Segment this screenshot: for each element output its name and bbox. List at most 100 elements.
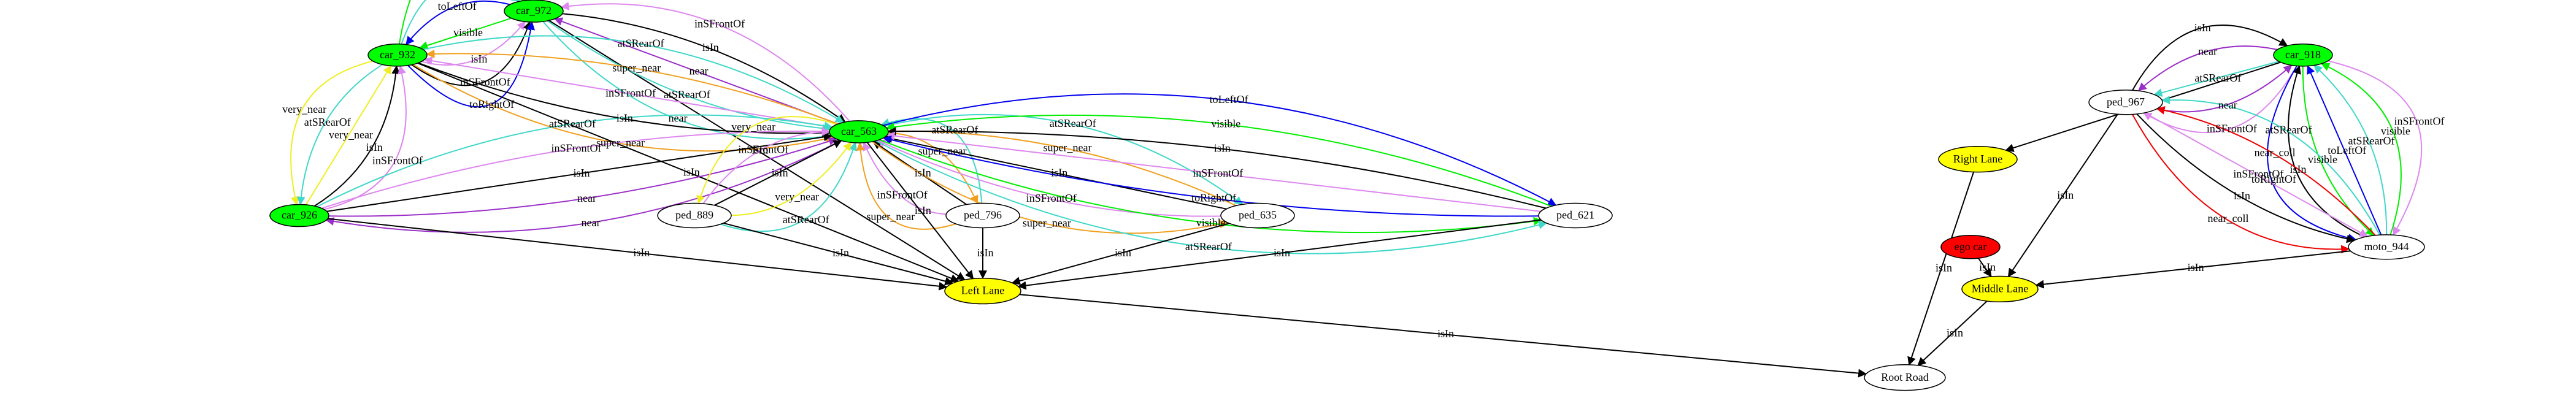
edge-label: super_near — [1023, 216, 1071, 229]
edge-ped_621-left_lane-isIn — [1017, 219, 1542, 290]
edge-label: isIn — [1214, 142, 1231, 154]
edge-label: very_near — [282, 103, 326, 115]
edge-moto_944-ped_967-atSRearOf — [2161, 96, 2380, 235]
edge-label: inSFrontOf — [372, 154, 423, 166]
edge-car_932-car_972-inSFrontOf — [411, 21, 531, 86]
edge-car_563-left_lane-isIn — [866, 142, 974, 280]
node-shape — [269, 204, 329, 227]
edge-label: inSFrontOf — [1026, 192, 1077, 204]
edge-ped_635-left_lane-isIn — [1011, 223, 1230, 285]
node-ped-621: ped_621 — [1538, 202, 1613, 229]
edge-ped_621-car_563-isIn — [887, 127, 1547, 209]
edge-label: isIn — [471, 53, 487, 65]
edge-label: near_coll — [2255, 146, 2296, 158]
edge-car_932-car_563-atSRearOf — [423, 35, 844, 123]
edge-label: atSRearOf — [549, 118, 596, 130]
edge-car_563-car_932-inSFrontOf — [423, 56, 832, 128]
edge-label: inSFrontOf — [877, 189, 928, 201]
edge-ped_635-car_563-isIn — [883, 134, 1227, 210]
edge-moto_944-car_918-visible — [2321, 63, 2402, 235]
edge-car_972-car_563-isIn — [562, 13, 846, 123]
edge-car_972-car_563-atSRearOf — [547, 20, 831, 133]
edge-label: isIn — [915, 167, 931, 179]
edge-label: isIn — [1437, 327, 1454, 340]
edge-car_926-car_563-atSRearOf — [317, 114, 833, 207]
edge-car_926-left_lane-isIn — [327, 218, 948, 291]
node-car-926: car_926 — [269, 204, 329, 227]
edge-label: atSRearOf — [1050, 117, 1096, 129]
node-ped-796: ped_796 — [945, 202, 1020, 229]
edge-label: isIn — [574, 167, 590, 179]
node-moto-944: moto_944 — [2348, 234, 2425, 260]
node-label: ped_889 — [675, 209, 713, 221]
edge-car_926-car_932-very_near — [305, 65, 392, 205]
edge-label: inSFrontOf — [2207, 123, 2257, 135]
edge-ped_889-car_563-very_near — [731, 142, 852, 216]
edge-label: inSFrontOf — [551, 142, 601, 155]
edge-label: isIn — [1115, 247, 1131, 259]
edge-car_926-car_563-near — [328, 137, 837, 217]
node-label: car_563 — [841, 125, 877, 137]
edge-ped_621-car_563-toRightOf — [882, 136, 1539, 217]
edge-labels-layer: visibleatSRearOftoLeftOfvisibleisIninSFr… — [282, 0, 2444, 340]
edge-car_932-car_563-isIn — [418, 62, 831, 137]
edge-label: inSFrontOf — [2394, 115, 2444, 127]
edge-label: inSFrontOf — [694, 17, 745, 29]
node-shape — [367, 44, 428, 67]
edge-car_918-moto_944-toRightOf — [2267, 65, 2357, 242]
edge-car_932-car_972-isIn — [421, 21, 526, 66]
edge-label: near — [690, 64, 709, 77]
edge-label: near — [582, 216, 601, 229]
edge-label: toLeftOf — [2328, 144, 2366, 156]
node-middle-lane: Middle Lane — [1961, 275, 2039, 303]
edge-label: very_near — [329, 129, 373, 141]
edge-label: isIn — [633, 247, 650, 259]
edge-label: isIn — [2234, 189, 2250, 202]
edge-car_972-car_932-toLeftOf — [406, 0, 510, 45]
edge-label: atSRearOf — [618, 37, 664, 49]
edge-middle_lane-root_road-isIn — [1917, 300, 1988, 366]
node-shape — [504, 0, 564, 23]
edge-car_918-ped_967-near — [2137, 45, 2278, 91]
edge-ped_796-car_563-super_near — [856, 142, 956, 230]
edge-label: isIn — [915, 204, 931, 216]
edge-car_918-ped_967-inSFrontOf — [2143, 65, 2297, 134]
node-label: Root Road — [1881, 371, 1929, 383]
edge-label: visible — [1196, 216, 1226, 229]
edge-ego_car-middle_lane-isIn — [1977, 258, 1992, 278]
edge-ped_889-car_563-atSRearOf — [720, 142, 858, 232]
edge-label: isIn — [2188, 261, 2204, 273]
edge-label: isIn — [977, 247, 994, 259]
edge-car_918-moto_944-inSFrontOf — [2328, 60, 2423, 236]
edge-car_972-left_lane-isIn — [548, 20, 966, 281]
edge-label: atSRearOf — [931, 123, 978, 136]
edge-car_926-car_563-inSFrontOf — [321, 126, 831, 209]
edge-label: visible — [1211, 117, 1240, 129]
edge-label: isIn — [2290, 163, 2307, 175]
edge-ped_621-car_563-visible — [885, 114, 1552, 207]
edge-label: visible — [2381, 125, 2410, 137]
edge-label: visible — [453, 26, 483, 39]
node-shape — [944, 277, 1021, 305]
edge-label: isIn — [1979, 261, 1996, 273]
edge-car_932-left_lane-isIn — [417, 63, 959, 283]
edge-label: super_near — [612, 61, 661, 74]
node-label: Left Lane — [961, 285, 1004, 297]
edge-label: atSRearOf — [664, 88, 710, 101]
edge-car_932-car_972-visible — [398, 0, 525, 44]
edge-label: isIn — [752, 144, 768, 156]
edge-moto_944-car_918-toLeftOf — [2307, 65, 2382, 235]
edge-label: isIn — [366, 141, 383, 153]
node-label: ped_967 — [2107, 96, 2145, 108]
edge-car_926-car_932-inSFrontOf — [323, 65, 407, 210]
edge-car_563-car_972-inSFrontOf — [560, 2, 850, 122]
node-shape — [2273, 44, 2333, 67]
edge-label: isIn — [1051, 167, 1067, 179]
edge-ped_967-middle_lane-isIn — [2007, 113, 2118, 278]
edge-car_563-ped_635-atSRearOf — [883, 113, 1244, 205]
node-label: car_972 — [516, 4, 552, 17]
edge-label: isIn — [772, 167, 788, 179]
edge-ped_967-moto_944-near_coll — [2131, 113, 2350, 254]
